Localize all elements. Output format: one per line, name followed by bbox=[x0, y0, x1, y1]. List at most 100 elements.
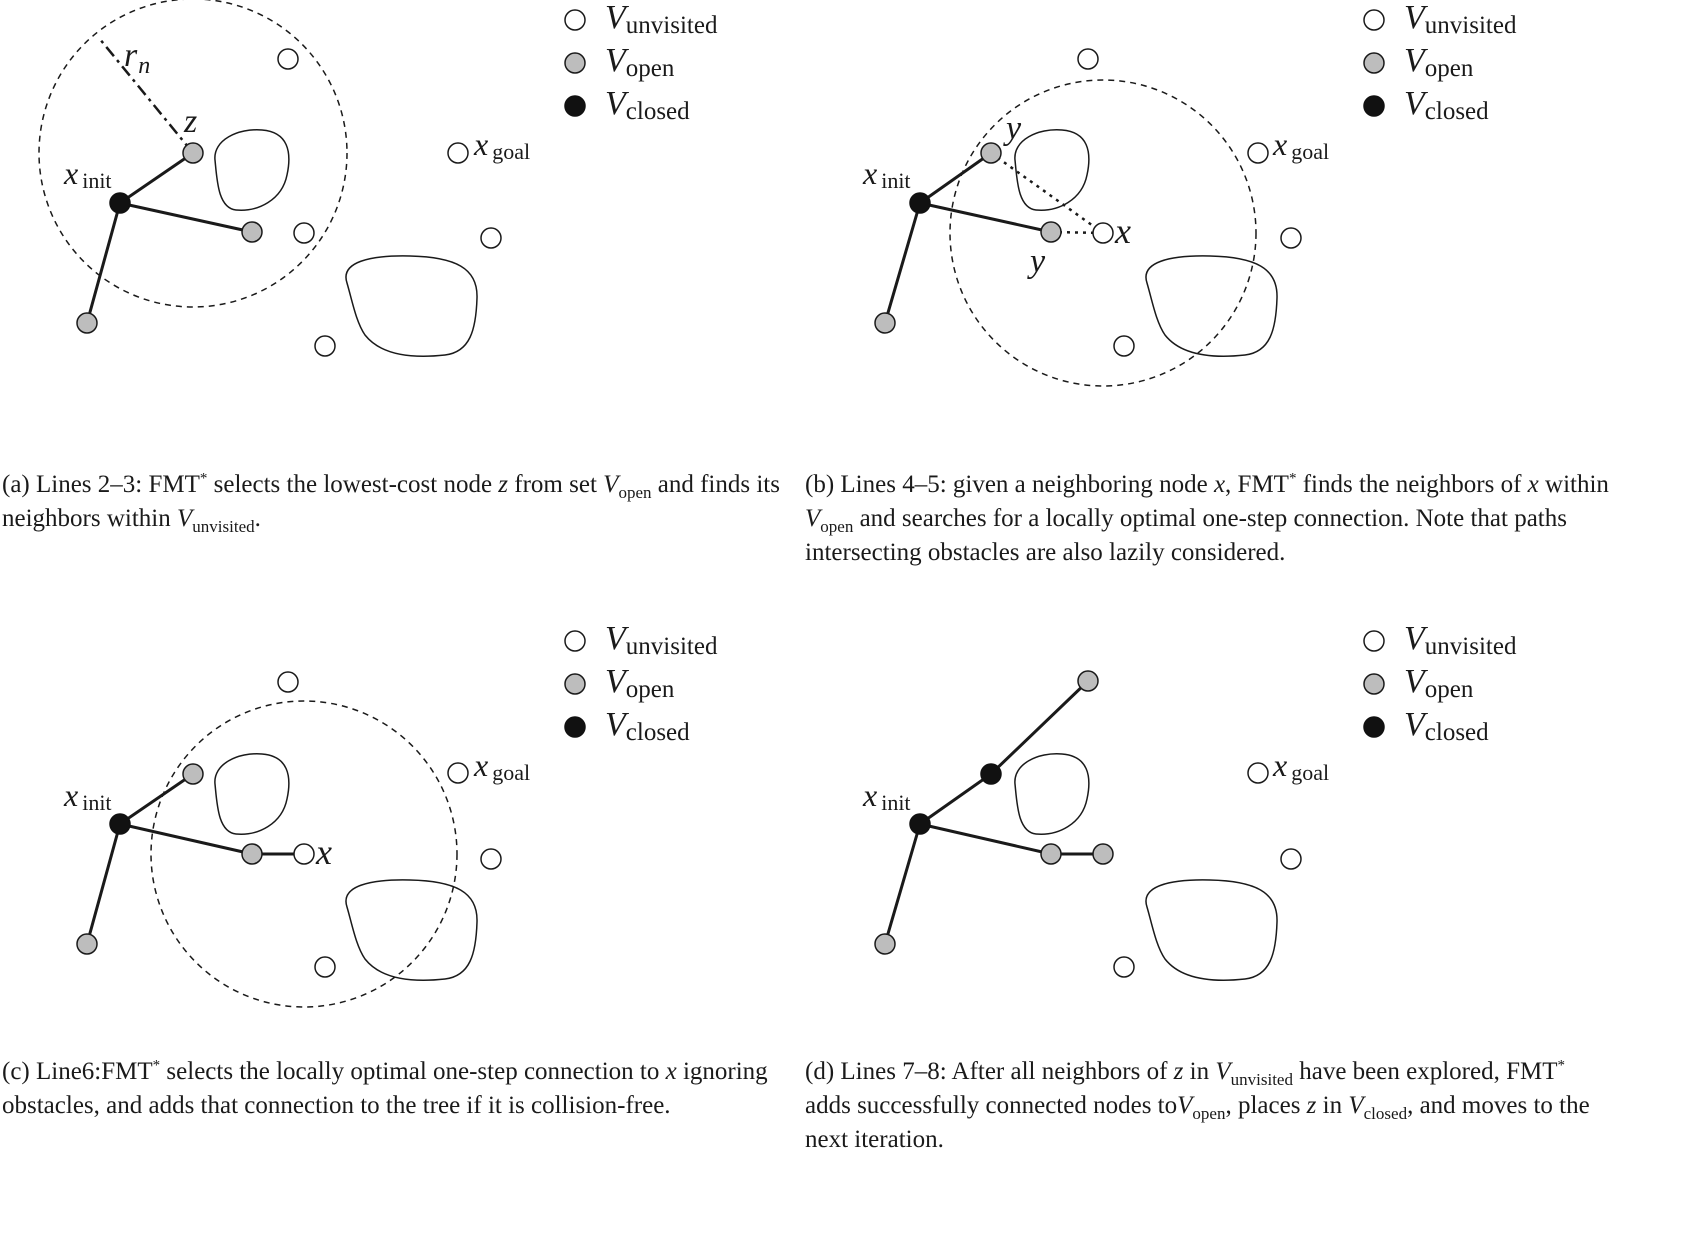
init-node bbox=[909, 192, 931, 214]
tree-edge bbox=[919, 822, 1052, 856]
open-node bbox=[874, 933, 896, 955]
init-node bbox=[909, 813, 931, 835]
legend-closed-label: Vclosed bbox=[1404, 706, 1489, 746]
x-label: x bbox=[315, 832, 332, 872]
open-node bbox=[980, 142, 1002, 164]
goal-node bbox=[447, 762, 469, 784]
unvisited-node bbox=[1113, 956, 1135, 978]
unvisited-node bbox=[314, 335, 336, 357]
legend-open-marker bbox=[1363, 52, 1385, 74]
legend-closed-label: Vclosed bbox=[605, 85, 690, 125]
unvisited-node bbox=[480, 848, 502, 870]
unvisited-node bbox=[1280, 227, 1302, 249]
legend-open-label: Vopen bbox=[605, 663, 675, 703]
legend-unvisited-marker bbox=[1363, 630, 1385, 652]
legend-unvisited-label: Vunvisited bbox=[605, 0, 718, 39]
large-obstacle bbox=[345, 879, 478, 982]
tree-edge bbox=[119, 201, 253, 234]
legend: Vunvisited Vopen Vclosed bbox=[1363, 0, 1517, 125]
unvisited-node bbox=[480, 227, 502, 249]
open-node bbox=[1040, 843, 1062, 865]
legend: Vunvisited Vopen Vclosed bbox=[564, 620, 718, 746]
tree-edge bbox=[919, 772, 992, 826]
legend-closed-marker bbox=[564, 716, 586, 738]
neighborhood-radius-circle bbox=[150, 700, 458, 1008]
open-node bbox=[182, 142, 204, 164]
large-obstacle bbox=[1145, 255, 1278, 358]
small-obstacle bbox=[1014, 753, 1090, 835]
legend: Vunvisited Vopen Vclosed bbox=[564, 0, 718, 125]
candidate-edge bbox=[990, 151, 1104, 235]
legend-unvisited-marker bbox=[1363, 9, 1385, 31]
open-node bbox=[241, 843, 263, 865]
tree-edge bbox=[919, 201, 1052, 234]
tree-edge bbox=[989, 679, 1090, 776]
tree-edge bbox=[119, 822, 253, 856]
legend-unvisited-label: Vunvisited bbox=[605, 620, 718, 660]
unvisited-node bbox=[1280, 848, 1302, 870]
open-node bbox=[241, 221, 263, 243]
tree-edge bbox=[883, 202, 922, 324]
legend-open-marker bbox=[564, 52, 586, 74]
caption-b: (b) Lines 4–5: given a neighboring node … bbox=[805, 470, 1609, 566]
open-node bbox=[874, 312, 896, 334]
legend-open-marker bbox=[564, 673, 586, 695]
init-node bbox=[109, 813, 131, 835]
tree-edge bbox=[919, 151, 992, 205]
open-node bbox=[76, 933, 98, 955]
legend-closed-marker bbox=[564, 95, 586, 117]
open-node bbox=[1040, 221, 1062, 243]
legend-closed-label: Vclosed bbox=[605, 706, 690, 746]
open-node bbox=[1092, 843, 1114, 865]
tree-edge bbox=[85, 823, 122, 945]
neighborhood-radius-circle bbox=[949, 79, 1257, 387]
tree-edge bbox=[119, 772, 194, 826]
legend-open-label: Vopen bbox=[605, 42, 675, 82]
tree-edge bbox=[119, 151, 194, 205]
init-node bbox=[109, 192, 131, 214]
legend-open-label: Vopen bbox=[1404, 663, 1474, 703]
tree-edge bbox=[883, 823, 922, 945]
legend-closed-label: Vclosed bbox=[1404, 85, 1489, 125]
small-obstacle bbox=[1014, 129, 1090, 211]
goal-node bbox=[447, 142, 469, 164]
legend-unvisited-label: Vunvisited bbox=[1404, 620, 1517, 660]
legend-unvisited-label: Vunvisited bbox=[1404, 0, 1517, 39]
radius-label: rn bbox=[124, 37, 150, 79]
caption-d: (d) Lines 7–8: After all neighbors of z … bbox=[805, 1057, 1590, 1153]
legend-open-label: Vopen bbox=[1404, 42, 1474, 82]
legend-unvisited-marker bbox=[564, 9, 586, 31]
unvisited-node bbox=[1077, 48, 1099, 70]
x-node bbox=[1092, 222, 1114, 244]
caption-a: (a) Lines 2–3: FMT* selects the lowest-c… bbox=[2, 470, 780, 536]
legend-open-marker bbox=[1363, 673, 1385, 695]
large-obstacle bbox=[345, 255, 478, 358]
goal-node bbox=[1247, 762, 1269, 784]
open-node bbox=[182, 763, 204, 785]
tree-edge bbox=[85, 202, 122, 324]
unvisited-node bbox=[314, 956, 336, 978]
legend-unvisited-marker bbox=[564, 630, 586, 652]
small-obstacle bbox=[214, 753, 290, 835]
unvisited-node bbox=[277, 671, 299, 693]
open-node bbox=[76, 312, 98, 334]
small-obstacle bbox=[214, 129, 290, 211]
caption-c: (c) Line6:FMT* selects the locally optim… bbox=[2, 1057, 768, 1119]
legend-closed-marker bbox=[1363, 95, 1385, 117]
open-node bbox=[1077, 670, 1099, 692]
closed-node bbox=[980, 763, 1002, 785]
unvisited-node bbox=[293, 222, 315, 244]
